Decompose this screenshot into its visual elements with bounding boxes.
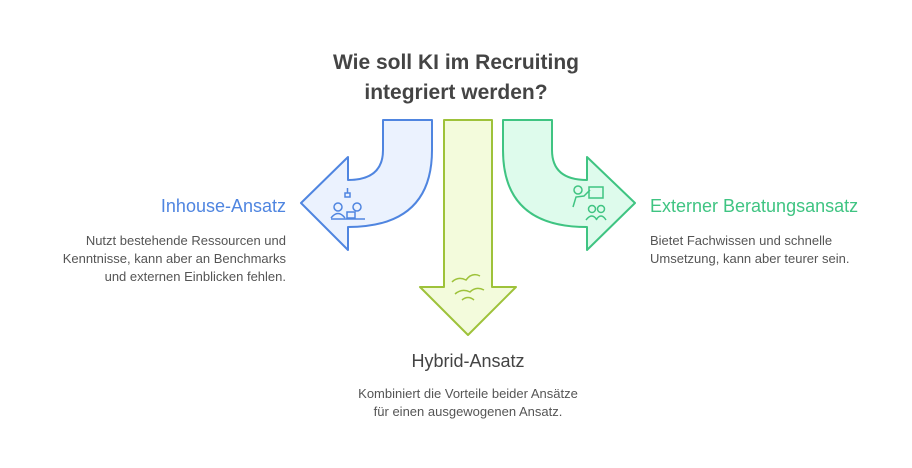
presentation-icon (572, 185, 607, 221)
hybrid-title: Hybrid-Ansatz (411, 351, 525, 371)
team-meeting-icon (330, 188, 365, 220)
handshake-icon (451, 273, 485, 301)
external-arrow (502, 119, 636, 251)
hybrid-arrow (419, 119, 517, 336)
external-title: Externer Beratungsansatz (650, 196, 859, 216)
inhouse-title: Inhouse-Ansatz (160, 196, 286, 216)
inhouse-description: Nutzt bestehende Ressourcen und Kenntnis… (62, 233, 286, 284)
diagram-title: Wie soll KI im Recruiting integriert wer… (332, 51, 579, 104)
external-description: Bietet Fachwissen und schnelle Umsetzung… (650, 233, 850, 266)
hybrid-description: Kombiniert die Vorteile beider Ansätze f… (358, 386, 578, 419)
inhouse-arrow (300, 119, 433, 251)
